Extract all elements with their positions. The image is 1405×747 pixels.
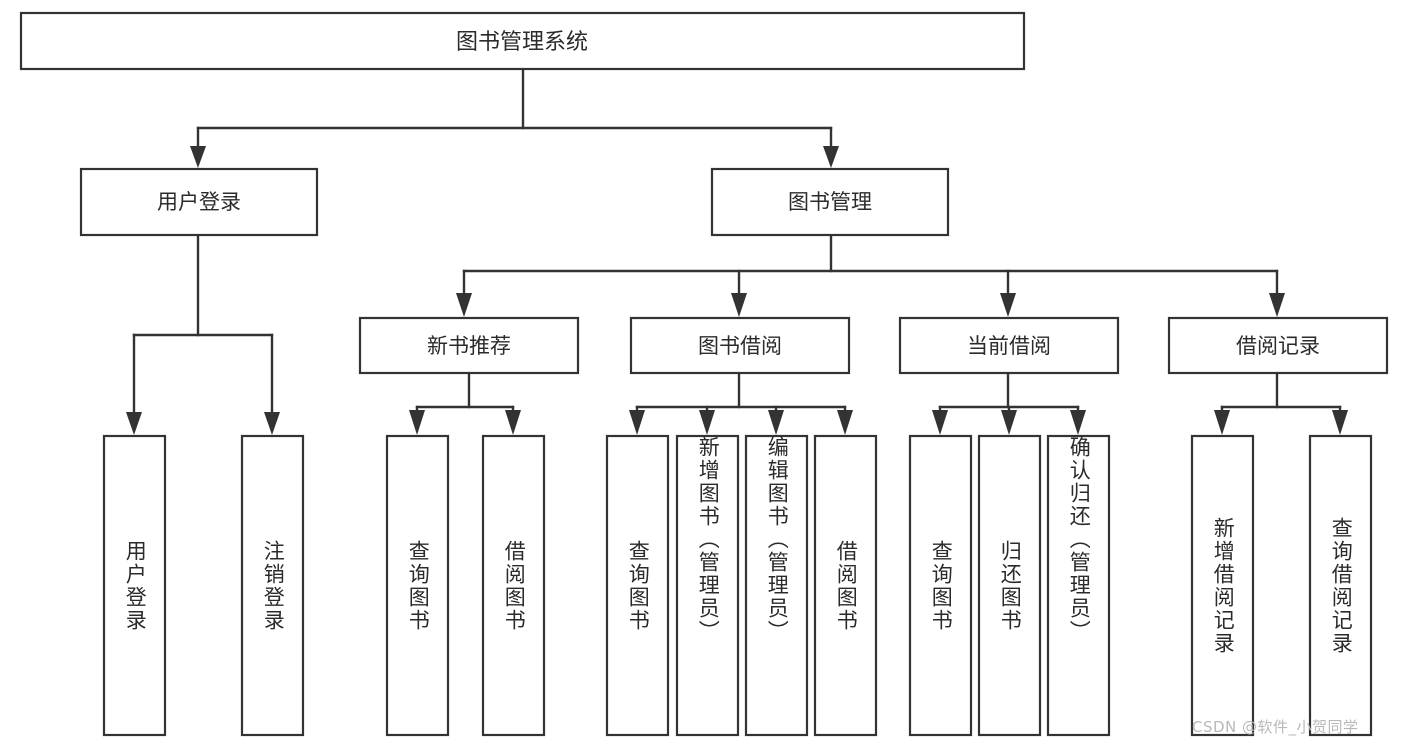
node-box-leaf-edit-book[interactable] <box>744 434 809 737</box>
connector-group-book-borrow <box>629 371 853 435</box>
node-label-borrow-record: 借阅记录 <box>1236 334 1320 358</box>
node-box-leaf-borrow-book-1[interactable] <box>481 434 546 737</box>
node-box-book-borrow[interactable] <box>629 316 851 375</box>
node-box-new-book-recommend[interactable] <box>358 316 580 375</box>
arrowhead-leaf-add-book <box>699 410 715 435</box>
node-box-root[interactable] <box>19 11 1026 71</box>
node-box-leaf-query-book-1[interactable] <box>385 434 450 737</box>
arrowhead-leaf-query-book-2 <box>629 410 645 435</box>
node-box-book-manage[interactable] <box>710 167 950 237</box>
arrowhead-current-borrow <box>1000 293 1016 317</box>
connector-group-current-borrow <box>932 371 1086 435</box>
arrowhead-leaf-query-record <box>1332 410 1348 435</box>
arrowhead-leaf-return-book <box>1001 410 1017 435</box>
watermark-text: CSDN @软件_小贺同学 <box>1192 718 1359 736</box>
arrowhead-leaf-query-book-1 <box>409 410 425 435</box>
arrowhead-user-login <box>190 146 206 168</box>
node-box-leaf-return-book[interactable] <box>977 434 1042 737</box>
connector-group-book-manage <box>456 233 1285 317</box>
arrowhead-leaf-confirm-return <box>1070 410 1086 435</box>
node-box-leaf-query-book-3[interactable] <box>908 434 973 737</box>
node-box-leaf-query-record[interactable] <box>1308 434 1373 737</box>
node-box-leaf-logout[interactable] <box>240 434 305 737</box>
node-box-leaf-add-book[interactable] <box>675 434 740 737</box>
node-box-leaf-add-record[interactable] <box>1190 434 1255 737</box>
node-label-root: 图书管理系统 <box>456 30 588 55</box>
node-box-leaf-borrow-book-2[interactable] <box>813 434 878 737</box>
node-box-user-login[interactable] <box>79 167 319 237</box>
arrowhead-leaf-borrow-book-1 <box>505 410 521 435</box>
arrowhead-leaf-edit-book <box>768 410 784 435</box>
node-box-borrow-record[interactable] <box>1167 316 1389 375</box>
arrowhead-leaf-user-login <box>126 412 142 435</box>
node-label-user-login: 用户登录 <box>157 190 241 214</box>
node-box-leaf-query-book-2[interactable] <box>605 434 670 737</box>
node-box-current-borrow[interactable] <box>898 316 1120 375</box>
connector-group-borrow-record <box>1214 371 1348 435</box>
node-box-leaf-confirm-return[interactable] <box>1046 434 1111 737</box>
node-box-leaf-user-login[interactable] <box>102 434 167 737</box>
arrowhead-book-manage <box>823 146 839 168</box>
arrowhead-borrow-record <box>1269 293 1285 317</box>
arrowhead-book-borrow <box>731 293 747 317</box>
node-label-current-borrow: 当前借阅 <box>967 334 1051 358</box>
arrowhead-new-book <box>456 293 472 317</box>
connector-group-root <box>190 67 839 168</box>
arrowhead-leaf-logout <box>264 412 280 435</box>
arrowhead-leaf-borrow-book-2 <box>837 410 853 435</box>
node-label-book-manage: 图书管理 <box>788 190 872 214</box>
node-label-book-borrow: 图书借阅 <box>698 334 782 358</box>
connector-group-new-book <box>409 371 521 435</box>
arrowhead-leaf-add-record <box>1214 410 1230 435</box>
connector-group-user-login <box>126 233 280 435</box>
arrowhead-leaf-query-book-3 <box>932 410 948 435</box>
node-label-new-book-recommend: 新书推荐 <box>427 334 511 358</box>
